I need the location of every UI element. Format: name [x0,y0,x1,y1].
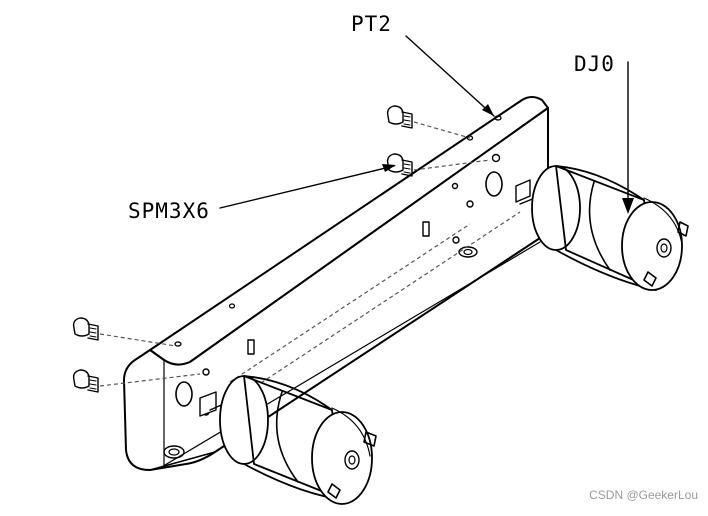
watermark: CSDN @GeekerLou [589,488,698,502]
leader-dj0 [622,61,634,214]
label-spm3x6: SPM3X6 [128,199,210,223]
screw-top-1 [386,105,471,139]
leader-pt2 [405,35,495,117]
label-pt2: PT2 [351,12,392,36]
label-dj0: DJ0 [574,52,615,76]
screw-left-1 [72,317,177,347]
screw-left-2 [72,369,201,393]
motor-right [519,165,689,291]
motor-left [209,375,377,505]
leader-spm [219,164,396,209]
